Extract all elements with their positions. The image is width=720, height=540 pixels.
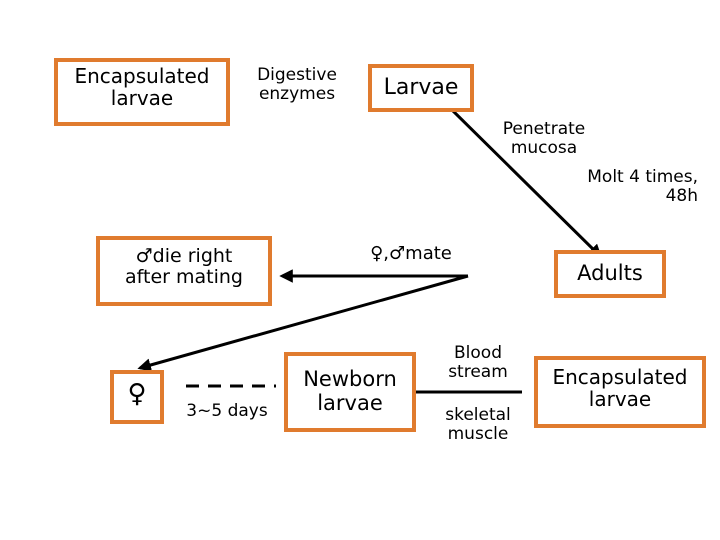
arrow-larvae-to-adults: [446, 104, 602, 258]
male-die-label: ♂die right after mating: [125, 245, 243, 289]
molt-label: Molt 4 times, 48h: [587, 167, 698, 207]
encapsulated-larvae-top-box: Encapsulated larvae: [54, 58, 230, 126]
encapsulated-larvae-bottom-label: Encapsulated larvae: [552, 365, 688, 412]
encapsulated-larvae-bottom-box: Encapsulated larvae: [534, 356, 706, 428]
larvae-label: Larvae: [383, 75, 459, 100]
penetrate-mucosa-label: Penetrate mucosa: [502, 119, 586, 159]
days-label: 3~5 days: [186, 401, 268, 421]
encapsulated-larvae-top-label: Encapsulated larvae: [74, 64, 210, 111]
female-box: ♀: [110, 370, 164, 424]
mate-label: ♀,♂mate: [370, 243, 452, 264]
arrow-mate-to-female: [137, 274, 469, 372]
larvae-box: Larvae: [368, 64, 474, 112]
newborn-larvae-box: Newborn larvae: [284, 352, 416, 432]
adults-label: Adults: [577, 261, 643, 285]
female-label: ♀: [127, 379, 147, 409]
skeletal-muscle-label: skeletal muscle: [445, 405, 511, 445]
adults-box: Adults: [554, 250, 666, 298]
blood-stream-label: Blood stream: [448, 343, 508, 383]
newborn-larvae-label: Newborn larvae: [303, 367, 397, 415]
male-die-box: ♂die right after mating: [96, 236, 272, 306]
digestive-enzymes-label: Digestive enzymes: [257, 65, 337, 105]
